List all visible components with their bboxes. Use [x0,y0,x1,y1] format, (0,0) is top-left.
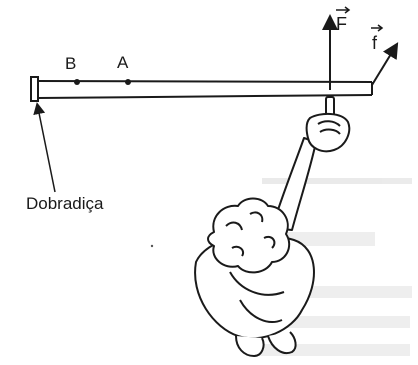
force-small-arrow [371,42,399,86]
person-illustration [194,96,351,357]
head-hair [207,197,291,274]
point-b-dot [74,79,80,85]
bar [37,80,373,99]
speck [150,244,154,248]
right-foot [267,331,297,354]
force-big-label: F [336,14,347,34]
hand [305,112,351,153]
hinge-pointer-arrow [33,102,56,193]
point-a-dot [125,79,131,85]
left-foot [235,335,265,357]
force-small-label: f [372,33,378,53]
hinge-block [30,76,39,102]
point-a-label: A [117,53,129,72]
point-b-label: B [65,54,76,73]
hinge-label: Dobradiça [26,194,104,213]
